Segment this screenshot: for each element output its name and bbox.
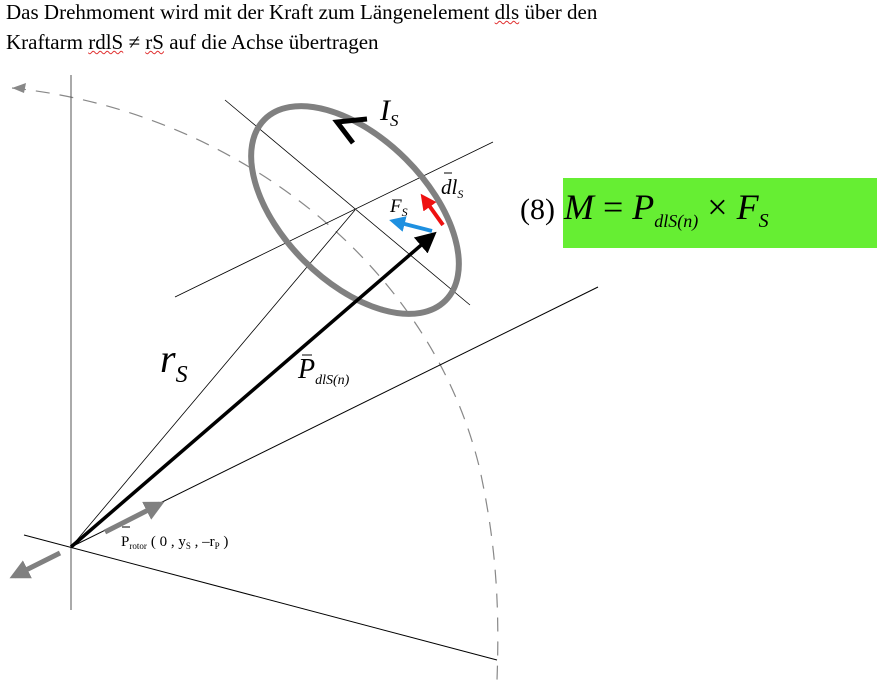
force-vector-arrow (389, 216, 433, 233)
current-loop (248, 103, 462, 317)
torque-equation: (8) M = PdlS(n) × FS (520, 187, 769, 233)
equation-highlight (563, 178, 877, 248)
rotor-arrow-back (9, 550, 62, 579)
rotor-arrow-forward (103, 501, 165, 535)
loop-axis-line-2 (174, 141, 494, 298)
radius-label: rS (160, 336, 188, 388)
caption-line-2: Kraftarm rdlS ≠ rS auf die Achse übertra… (6, 30, 379, 54)
current-direction-icon (332, 116, 368, 145)
caption-line-1: Das Drehmoment wird mit der Kraft zum Lä… (6, 0, 598, 24)
dl-vector-arrow (420, 193, 445, 227)
dl-label: dlS (441, 175, 463, 201)
axis-line-lower (23, 534, 498, 661)
position-vector-label: PdlS(n) (297, 354, 350, 388)
loop-axis-line-1 (224, 99, 471, 306)
position-vector-arrow (69, 231, 437, 549)
force-label: FS (389, 196, 408, 219)
current-label: IS (379, 94, 399, 130)
arc-arrowhead (12, 83, 26, 93)
rotor-position-label: Protor( 0 , yS , –rP ) (121, 534, 228, 551)
dashed-circle-arc (11, 87, 499, 681)
